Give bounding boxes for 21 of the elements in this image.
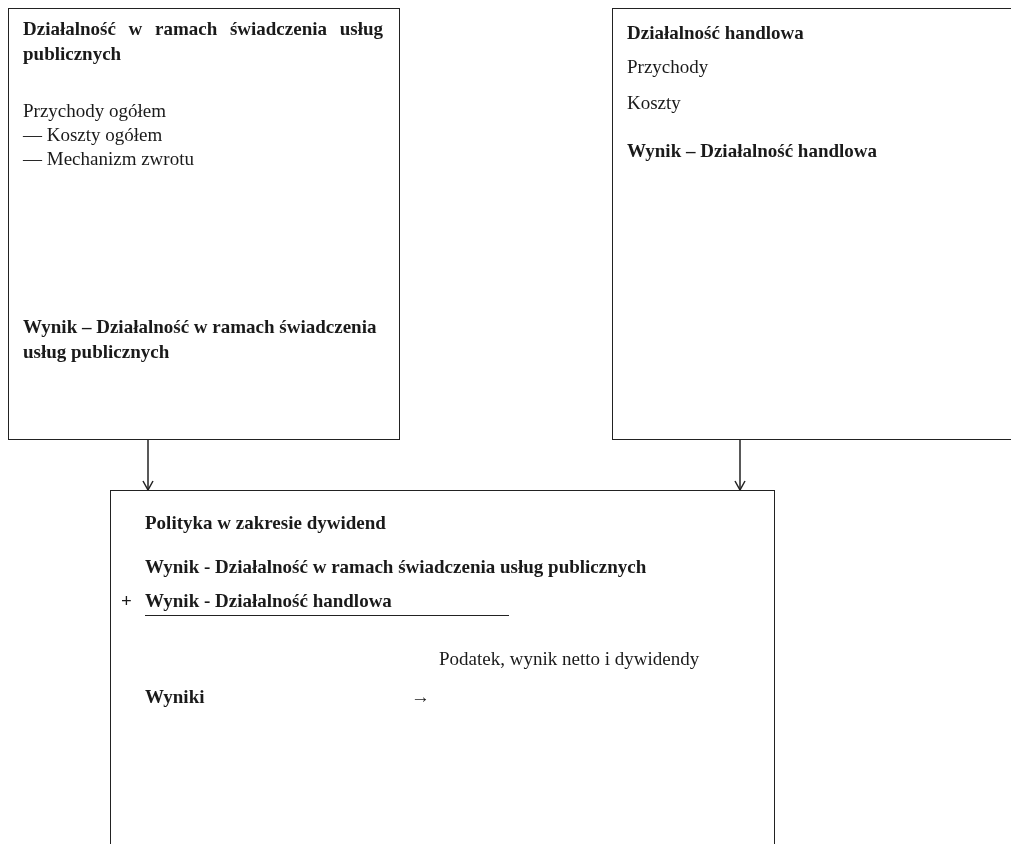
box-text: Podatek, wynik netto i dywidendy [439,647,700,671]
box-text: Wyniki [145,685,205,709]
text-box [612,8,1011,440]
box-text: Polityka w zakresie dywidend [145,511,386,535]
arrow [734,439,746,491]
box-text: Działalność handlowa [627,21,805,45]
box-text: Działalność w ramach świadczenia usług publicznych [23,17,383,66]
box-text: Wynik – Działalność w ramach świadczenia usług publicznych [23,315,378,364]
text-box [110,490,775,844]
box-text: Koszty [627,91,682,115]
box-text: Wynik – Działalność handlowa [627,139,879,163]
box-text: Wynik - Działalność w ramach świadczenia usług publicznych [145,555,647,579]
text-box [8,8,400,440]
box-text: → [411,685,431,709]
box-text: Przychody ogółem [23,99,167,123]
box-text: + [121,589,133,613]
box-text: — Mechanizm zwrotu [23,147,195,171]
underlined-text: Wynik - Działalność handlowa [145,589,509,616]
box-text: Przychody [627,55,710,79]
box-text: — Koszty ogółem [23,123,164,147]
arrow [142,439,154,491]
